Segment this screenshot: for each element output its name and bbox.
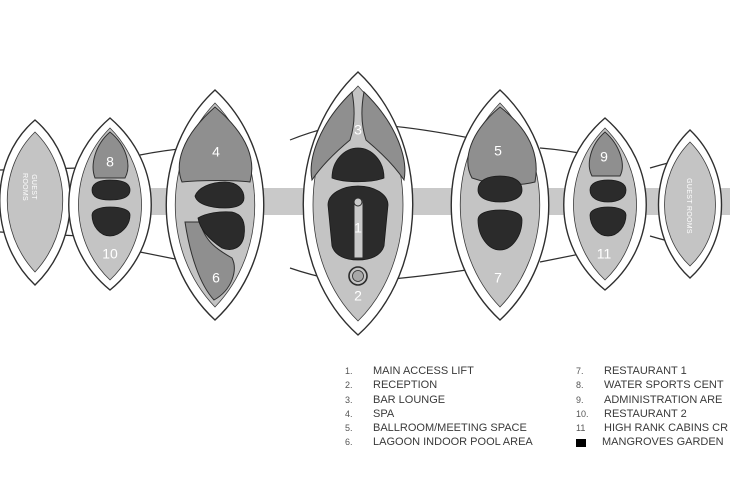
zone-number-6: 6: [212, 270, 220, 286]
zone-number-4: 4: [212, 144, 220, 160]
core-9-11-top: [589, 179, 627, 203]
zone-3-left: [310, 90, 355, 182]
legend-item: 11 HIGH RANK CABINS CR: [576, 421, 730, 435]
core-8-10-bottom: [91, 206, 131, 237]
legend-number: 4.: [345, 408, 353, 419]
zone-number-11: 11: [597, 246, 612, 262]
legend-right-column: 7. RESTAURANT 1 8. WATER SPORTS CENT 9. …: [576, 364, 730, 450]
lift-shaft: [353, 197, 364, 259]
zone-number-10: 10: [102, 246, 118, 262]
legend-label: WATER SPORTS CENT: [604, 379, 724, 392]
core-5-7-top: [477, 175, 523, 203]
legend-label: LAGOON INDOOR POOL AREA: [373, 436, 533, 449]
zone-6-area: [184, 221, 235, 301]
core-9-11-bottom: [589, 206, 627, 237]
legend-item: 6. LAGOON INDOOR POOL AREA: [345, 435, 560, 449]
legend-number: 9.: [576, 394, 584, 405]
legend-label: BAR LOUNGE: [373, 393, 446, 406]
zone-4-area: [178, 106, 253, 183]
legend-label: MAIN ACCESS LIFT: [373, 365, 474, 377]
legend-item: 4. SPA: [345, 407, 560, 421]
legend-number: 2.: [345, 380, 353, 391]
core-4-6-top: [194, 181, 245, 209]
legend-label: RESTAURANT 2: [604, 407, 687, 420]
zone-number-2: 2: [354, 288, 362, 304]
legend-item: 2. RECEPTION: [345, 378, 560, 392]
core-shapes: [91, 147, 627, 261]
legend-label: RESTAURANT 1: [604, 365, 687, 377]
core-8-10-top: [91, 179, 131, 201]
zone-number-8: 8: [106, 154, 114, 170]
legend-item: 9. ADMINISTRATION ARE: [576, 393, 730, 407]
legend-label: BALLROOM/MEETING SPACE: [373, 422, 527, 435]
legend-item-mangroves: MANGROVES GARDEN: [576, 435, 730, 449]
zone-3-right: [361, 90, 406, 182]
legend-item: 5. BALLROOM/MEETING SPACE: [345, 421, 560, 435]
guest-rooms-left-label: GUEST ROOMS: [21, 173, 37, 201]
legend-item: 1. MAIN ACCESS LIFT: [345, 364, 560, 378]
legend-number: 8.: [576, 380, 584, 391]
zone-number-9: 9: [600, 149, 608, 165]
core-4-6-bottom: [197, 211, 245, 250]
legend-item: 10. RESTAURANT 2: [576, 407, 730, 421]
core-5-7-bottom: [477, 209, 523, 251]
legend-label: ADMINISTRATION ARE: [604, 393, 723, 406]
legend-number: 5.: [345, 423, 353, 434]
legend-label: MANGROVES GARDEN: [602, 436, 724, 449]
legend-number: 11: [576, 423, 586, 434]
reception-marker: [348, 266, 368, 286]
zone-number-3: 3: [354, 122, 362, 138]
legend-label: RECEPTION: [373, 379, 438, 392]
zone-8-area: [92, 131, 129, 179]
legend-item: 7. RESTAURANT 1: [576, 364, 730, 378]
legend-number: 6.: [345, 437, 353, 448]
legend-number: 10.: [576, 408, 589, 419]
core-center-top: [331, 147, 385, 183]
legend-number: 3.: [345, 394, 353, 405]
legend-left-column: 1. MAIN ACCESS LIFT 2. RECEPTION 3. BAR …: [345, 364, 560, 450]
mangroves-swatch-icon: [576, 438, 586, 447]
zone-number-5: 5: [494, 143, 502, 159]
legend-number: 1.: [345, 366, 353, 376]
legend-item: 8. WATER SPORTS CENT: [576, 378, 730, 392]
legend-label: SPA: [373, 407, 395, 420]
function-zones: [92, 90, 623, 301]
legend-label: HIGH RANK CABINS CR: [604, 422, 729, 435]
zone-number-1: 1: [354, 220, 362, 236]
guest-rooms-left-line-2: ROOMS: [21, 173, 28, 201]
zone-9-area: [588, 131, 623, 177]
legend-number: 7.: [576, 366, 584, 376]
guest-rooms-left-line-1: GUEST: [30, 174, 37, 200]
zone-number-7: 7: [494, 270, 502, 286]
guest-rooms-right-label: GUEST ROOMS: [685, 178, 692, 234]
legend-item: 3. BAR LOUNGE: [345, 393, 560, 407]
